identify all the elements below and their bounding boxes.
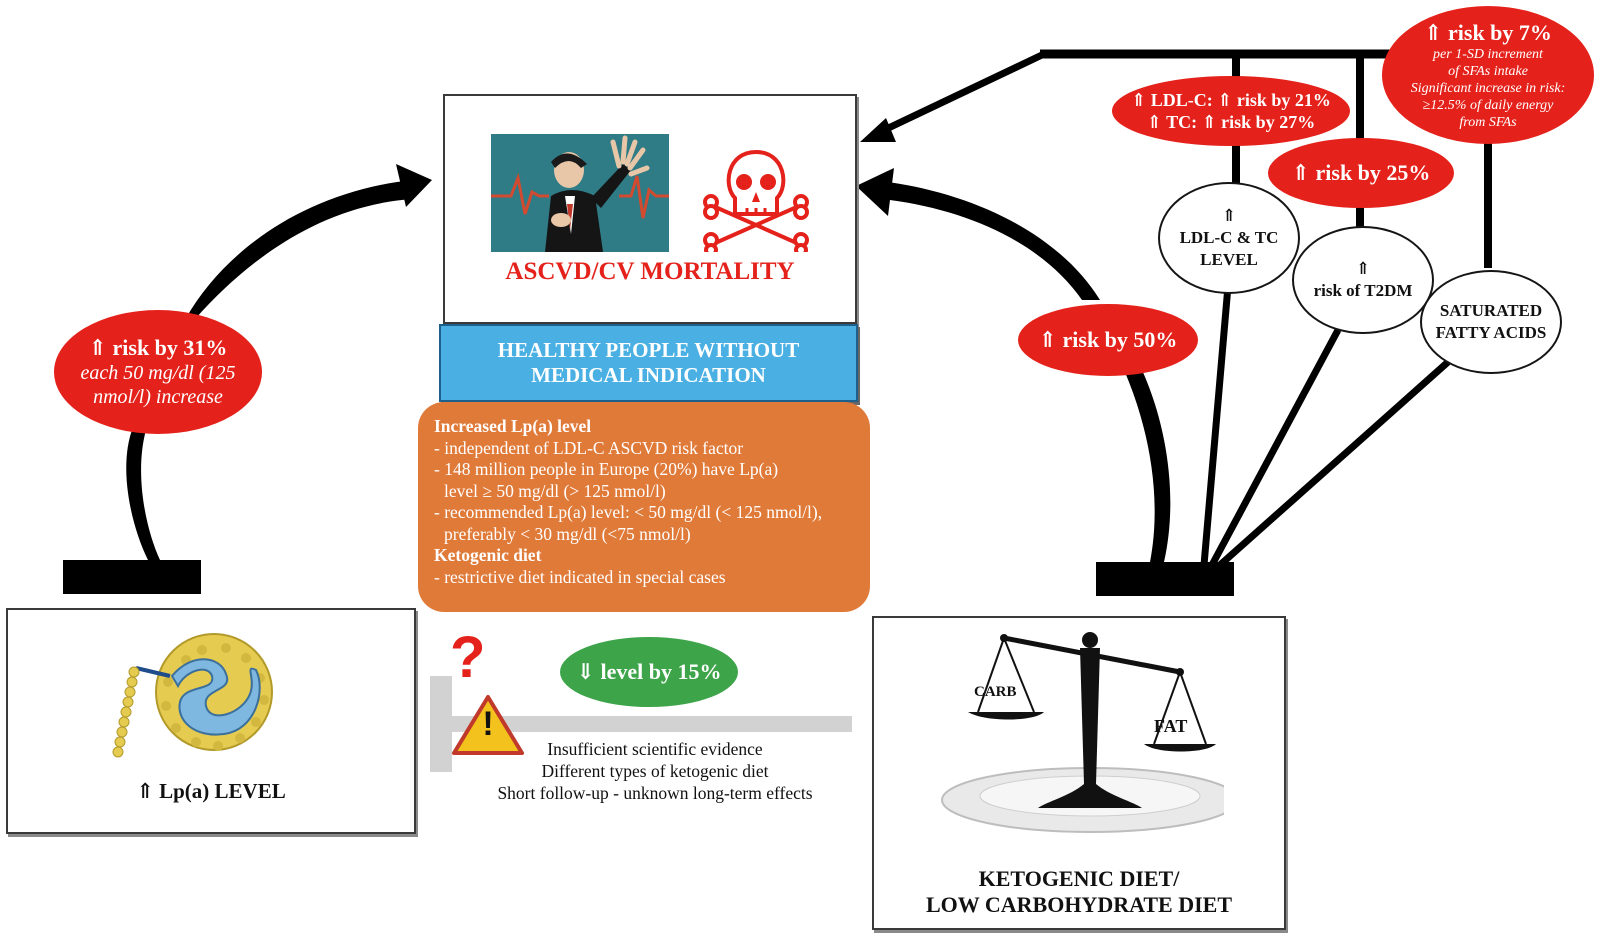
- up-arrow-icon: ⇑: [1038, 327, 1057, 352]
- ketogenic-diet-title: KETOGENIC DIET/ LOW CARBOHYDRATE DIET: [925, 866, 1232, 917]
- banner-line-2: MEDICAL INDICATION: [531, 363, 766, 387]
- up-arrow-icon: ⇑: [1146, 112, 1162, 132]
- saturated-fatty-acids-oval: SATURATED FATTY ACIDS: [1420, 270, 1562, 374]
- lpa-particle-icon: [112, 633, 273, 758]
- balance-scale-icon: [941, 632, 1224, 833]
- info-item: - independent of LDL-C ASCVD risk factor: [434, 437, 744, 458]
- info-item: level ≥ 50 mg/dl (> 125 nmol/l): [444, 480, 666, 501]
- ketogenic-diet-card: CARB FAT KETOGENIC DIET/ LOW CARBOHYDRAT…: [872, 616, 1286, 930]
- ldl-tc-level-oval: ⇑ LDL-C & TC LEVEL: [1158, 182, 1300, 294]
- up-arrow-icon: ⇑: [88, 335, 107, 360]
- risk-25-pill: ⇑ risk by 25%: [1268, 138, 1454, 208]
- left-inhibition-bar: [63, 560, 201, 594]
- up-arrow-icon: ⇑: [1131, 90, 1147, 110]
- warning-triangle-icon: [452, 695, 524, 755]
- mortality-title: ASCVD/CV MORTALITY: [505, 258, 795, 285]
- right-stem: [1124, 370, 1171, 562]
- left-arrowhead: [396, 164, 432, 207]
- up-arrow-icon: ⇑: [1424, 19, 1443, 45]
- risk-50-pill: ⇑ risk by 50%: [1018, 304, 1198, 376]
- level-15-pill: ⇓ level by 15%: [560, 637, 738, 707]
- info-heading-lpa: Increased Lp(a) level: [434, 416, 592, 436]
- right-curve-arrow: [872, 180, 1100, 300]
- t2dm-oval: ⇑ risk of T2DM: [1292, 226, 1434, 334]
- risk-7-label: risk by 7%: [1448, 19, 1552, 45]
- evidence-line: Short follow-up - unknown long-term effe…: [497, 783, 813, 803]
- level-15-label: level by 15%: [600, 659, 722, 684]
- risk-25-label: risk by 25%: [1315, 160, 1431, 185]
- question-mark-icon: ?: [450, 625, 486, 690]
- risk-31-label: risk by 31%: [112, 335, 228, 360]
- risk-31-pill: ⇑ risk by 31% each 50 mg/dl (125 nmol/l)…: [54, 310, 262, 434]
- risk-31-sub-1: each 50 mg/dl (125: [80, 362, 236, 384]
- right-arrowhead: [856, 168, 894, 216]
- up-arrow-icon: ⇑: [1221, 206, 1237, 225]
- up-arrow-icon: ⇑: [1355, 259, 1371, 278]
- info-heading-keto: Ketogenic diet: [434, 545, 542, 565]
- ldl-tc-risk-pill: ⇑ LDL-C: ⇑ risk by 21% ⇑ TC: ⇑ risk by 2…: [1112, 76, 1350, 146]
- evidence-line: Insufficient scientific evidence: [547, 739, 763, 759]
- risk-7-pill: ⇑ risk by 7% per 1-SD increment of SFAs …: [1382, 6, 1594, 144]
- mortality-card: ASCVD/CV MORTALITY: [443, 94, 857, 324]
- left-curve-arrow: [186, 180, 412, 318]
- info-item: - 148 million people in Europe (20%) hav…: [434, 459, 779, 479]
- top-diagonal-line: [878, 50, 1046, 136]
- lpa-card: ⇑ Lp(a) LEVEL: [6, 608, 416, 834]
- up-arrow-icon: ⇑: [1201, 112, 1217, 132]
- skull-crossbones-icon: [703, 149, 809, 252]
- banner-line-1: HEALTHY PEOPLE WITHOUT: [497, 338, 800, 362]
- info-item: - restrictive diet indicated in special …: [434, 566, 726, 587]
- info-item: - recommended Lp(a) level: < 50 mg/dl (<…: [434, 502, 823, 522]
- info-item: preferably < 30 mg/dl (<75 nmol/l): [444, 523, 691, 544]
- evidence-notes: Insufficient scientific evidence Differe…: [470, 738, 840, 804]
- left-stem: [126, 430, 160, 560]
- lpa-info-box: Increased Lp(a) level - independent of L…: [418, 402, 870, 612]
- scale-carb-label: CARB: [974, 684, 1017, 700]
- up-arrow-icon: ⇑: [136, 779, 154, 803]
- down-arrow-icon: ⇓: [576, 659, 595, 684]
- heart-attack-picture: [491, 134, 669, 252]
- scale-fat-label: FAT: [1154, 716, 1188, 736]
- evidence-bracket-bar: [430, 716, 852, 732]
- warning-exclamation: !: [482, 705, 494, 743]
- top-arrowhead: [860, 118, 896, 142]
- up-arrow-icon: ⇑: [1217, 90, 1233, 110]
- risk-50-label: risk by 50%: [1062, 327, 1178, 352]
- healthy-people-banner: HEALTHY PEOPLE WITHOUT MEDICAL INDICATIO…: [439, 324, 858, 402]
- risk-31-sub-2: nmol/l) increase: [93, 386, 223, 408]
- lpa-level-label: ⇑ Lp(a) LEVEL: [136, 779, 286, 803]
- evidence-line: Different types of ketogenic diet: [541, 761, 769, 781]
- up-arrow-icon: ⇑: [1291, 160, 1310, 185]
- right-inhibition-bar: [1096, 562, 1234, 596]
